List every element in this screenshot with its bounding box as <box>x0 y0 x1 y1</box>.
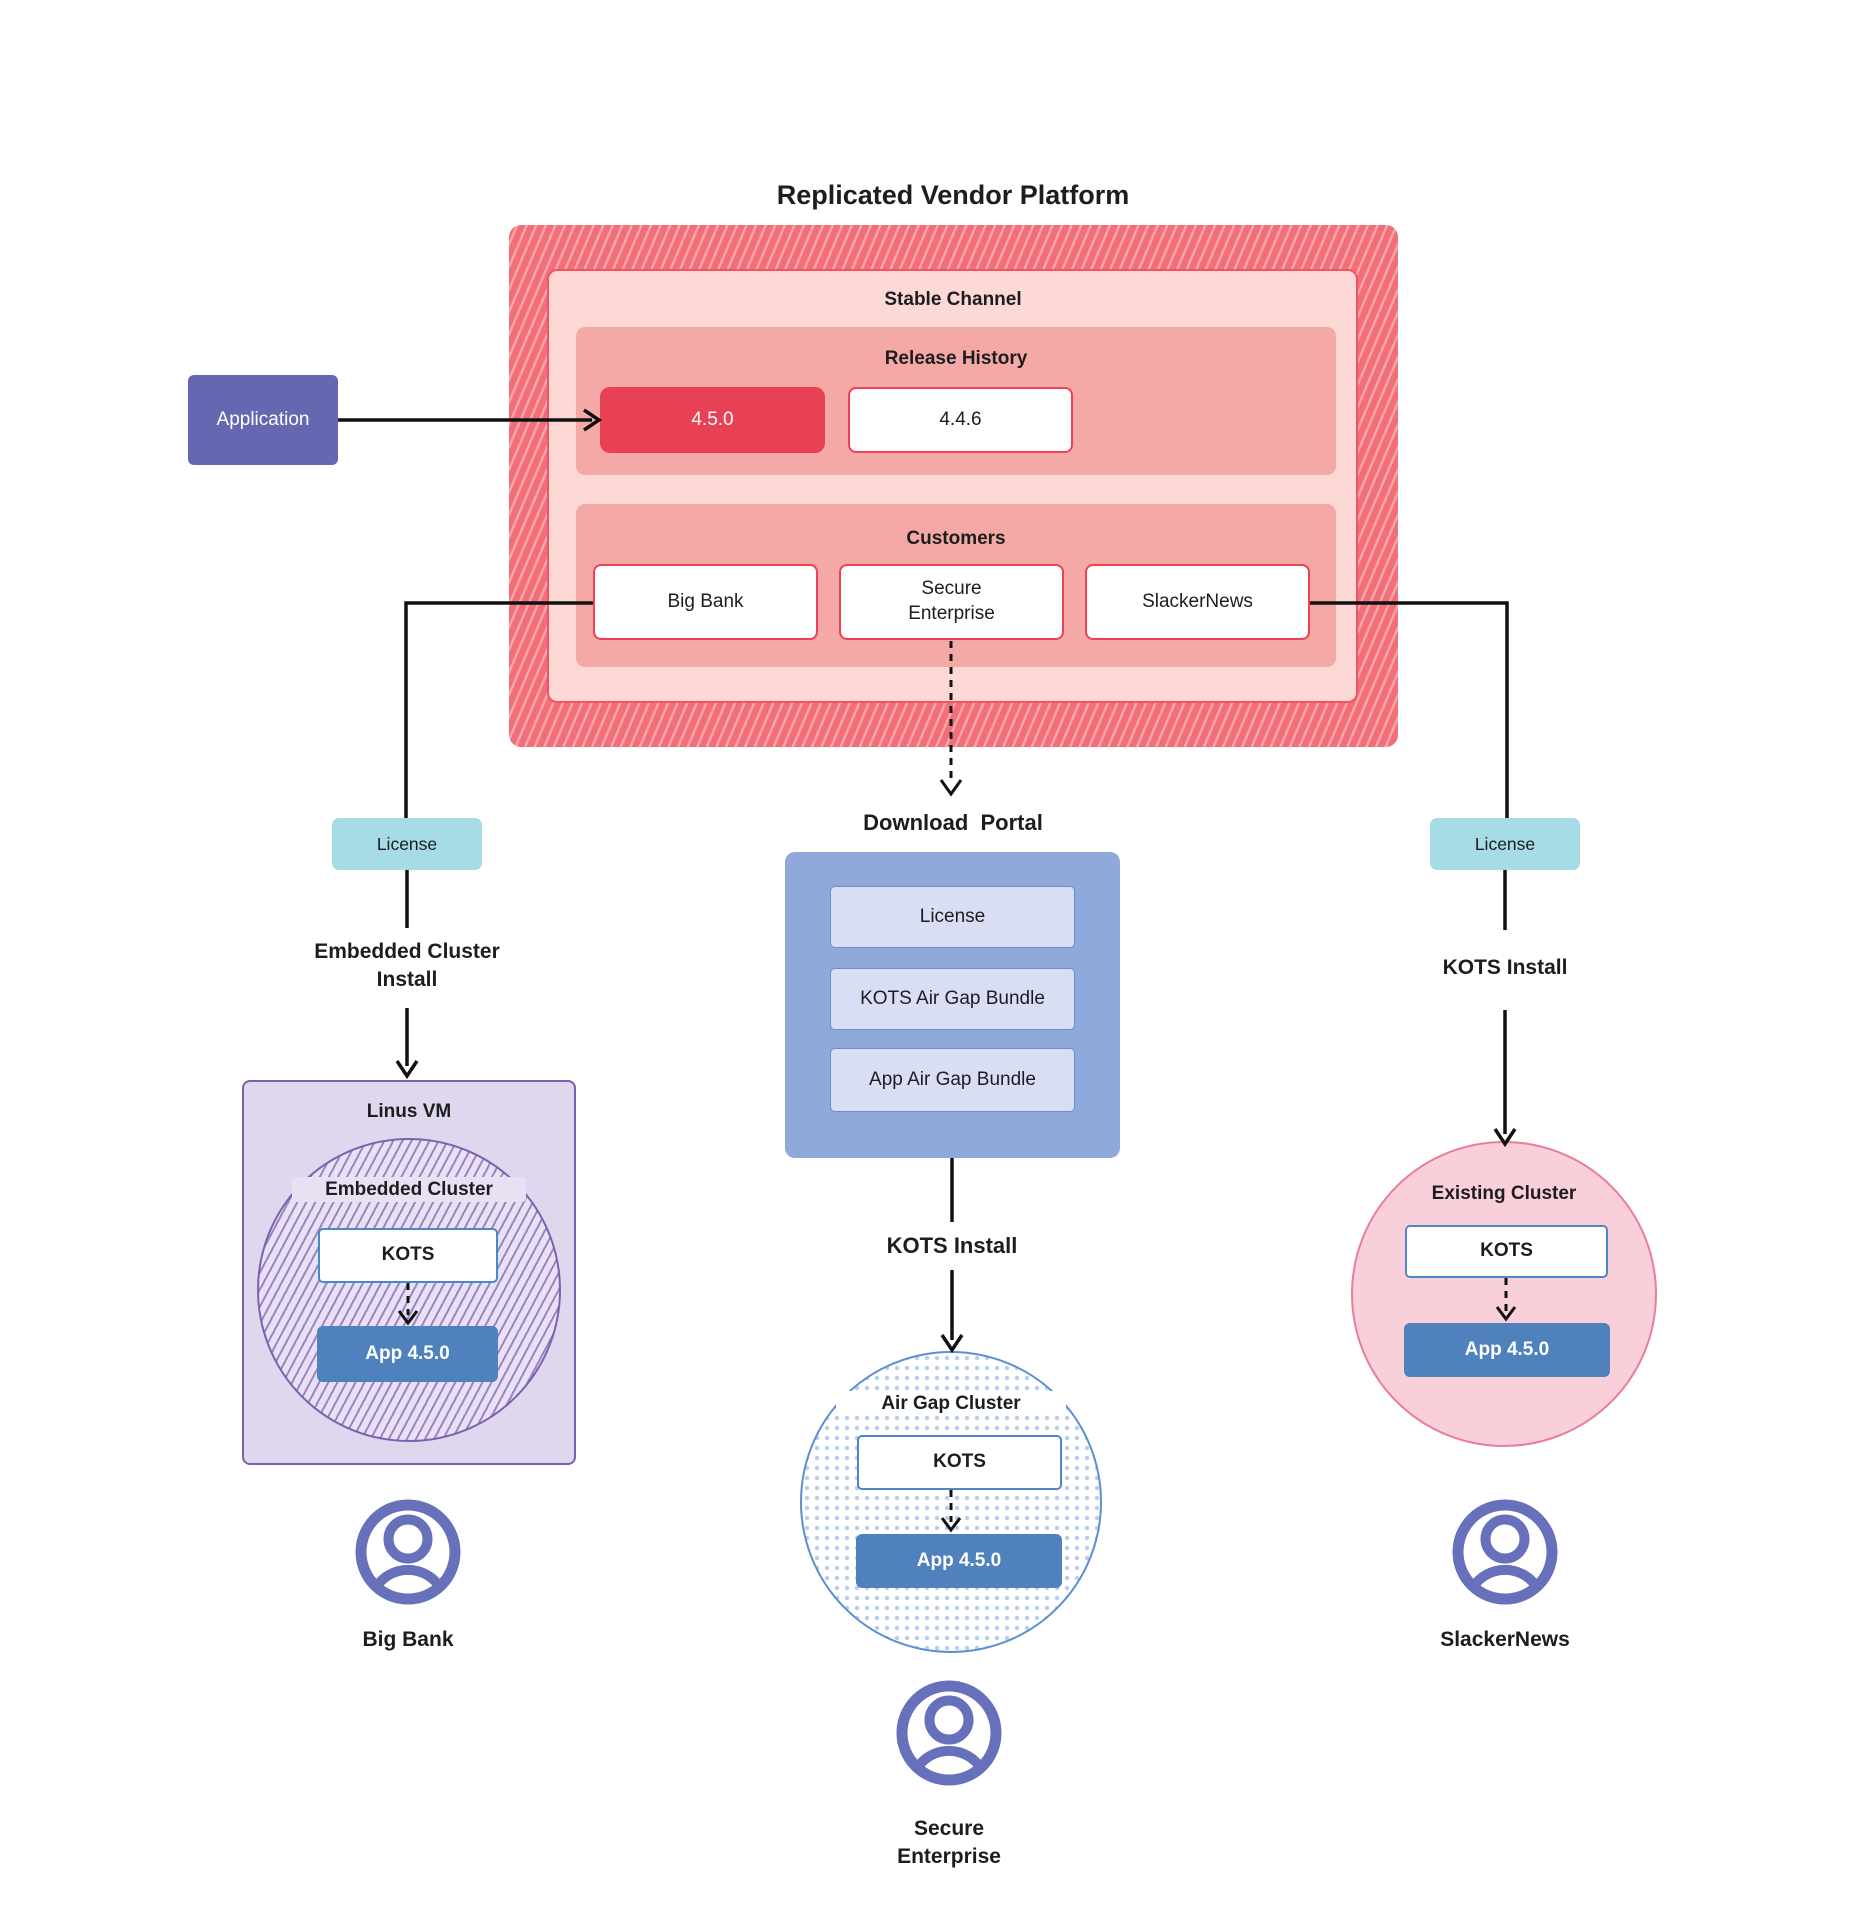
kots-box-center: KOTS <box>857 1435 1062 1490</box>
kots-box-left: KOTS <box>318 1228 498 1283</box>
customer-slackernews: SlackerNews <box>1085 564 1310 640</box>
download-portal-label: Download Portal <box>863 810 1043 835</box>
customer-big-bank: Big Bank <box>593 564 818 640</box>
user-icon-slackernews <box>1452 1499 1558 1605</box>
application-box: Application <box>188 375 338 465</box>
license-box-left: License <box>332 818 482 870</box>
app-box-left: App 4.5.0 <box>317 1326 498 1382</box>
arrowhead-install-center <box>940 1334 964 1354</box>
big-bank-user-label: Big Bank <box>362 1628 454 1651</box>
existing-cluster-label: Existing Cluster <box>1431 1183 1577 1204</box>
arrowhead-secure-to-portal <box>939 779 963 797</box>
secure-enterprise-user-label: Secure Enterprise <box>897 1817 1001 1868</box>
portal-license-item: License <box>830 886 1075 948</box>
embedded-cluster-label: Embedded Cluster <box>292 1177 526 1203</box>
stable-channel-label: Stable Channel <box>884 289 1022 310</box>
release-4-4-6: 4.4.6 <box>848 387 1073 453</box>
portal-kots-bundle-item: KOTS Air Gap Bundle <box>830 968 1075 1030</box>
diagram-title: Replicated Vendor Platform <box>776 180 1130 210</box>
kots-install-label-center: KOTS Install <box>886 1233 1018 1258</box>
air-gap-cluster-label: Air Gap Cluster <box>836 1391 1066 1417</box>
release-4-5-0: 4.5.0 <box>600 387 825 453</box>
slackernews-user-label: SlackerNews <box>1440 1628 1570 1651</box>
portal-app-bundle-item: App Air Gap Bundle <box>830 1048 1075 1112</box>
arrowhead-install-left <box>395 1060 419 1080</box>
release-history-label: Release History <box>884 348 1028 369</box>
kots-install-label-right: KOTS Install <box>1442 956 1568 979</box>
linus-vm-label: Linus VM <box>366 1101 452 1122</box>
app-box-right: App 4.5.0 <box>1404 1323 1610 1377</box>
existing-cluster-circle <box>1351 1141 1657 1447</box>
kots-box-right: KOTS <box>1405 1225 1608 1278</box>
customer-secure-enterprise: Secure Enterprise <box>839 564 1064 640</box>
customers-label: Customers <box>906 528 1006 549</box>
user-icon-big-bank <box>355 1499 461 1605</box>
embedded-cluster-install-label: Embedded Cluster Install <box>314 940 500 991</box>
license-box-right: License <box>1430 818 1580 870</box>
app-box-center: App 4.5.0 <box>856 1534 1062 1588</box>
user-icon-secure-enterprise <box>896 1680 1002 1786</box>
